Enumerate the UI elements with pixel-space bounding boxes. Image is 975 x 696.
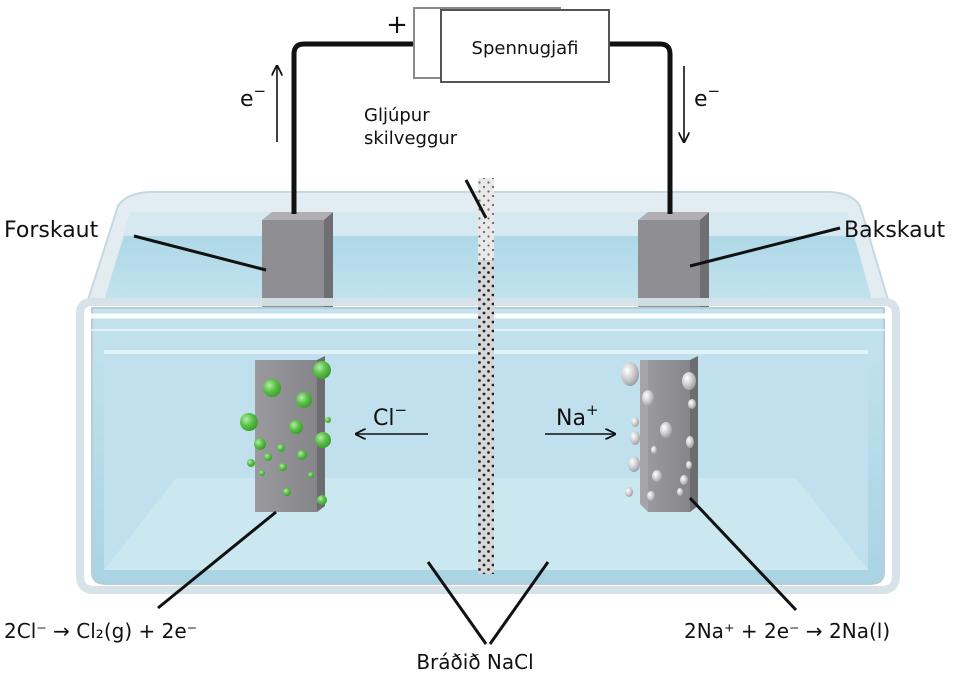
electrolyte-leader-right — [488, 561, 550, 645]
separator-label-line1: Gljúpur — [364, 105, 430, 126]
cathode-label: Bakskaut — [844, 218, 946, 243]
positive-terminal-sign: + — [386, 10, 408, 40]
porous-separator — [478, 260, 494, 574]
anode-label: Forskaut — [4, 218, 99, 243]
separator-leader — [464, 179, 488, 219]
cathode-reaction: 2Na⁺ + 2e⁻ → 2Na(l) — [684, 619, 890, 643]
anode-reaction-leader — [157, 510, 277, 610]
anode-leader — [133, 234, 267, 272]
power-supply-label: Spennugjafi — [472, 38, 579, 59]
electron-label-right: e− — [694, 82, 720, 112]
sodium-droplets — [621, 362, 696, 501]
cathode-reaction-leader — [688, 496, 798, 612]
electron-label-left: e− — [240, 82, 266, 112]
anode-electrode — [255, 356, 325, 512]
anode-reaction: 2Cl⁻ → Cl₂(g) + 2e⁻ — [4, 619, 197, 643]
separator-upper — [478, 178, 494, 260]
separator-label-line2: skilveggur — [364, 128, 458, 149]
wire-left — [291, 41, 420, 214]
power-supply: Spennugjafi — [413, 7, 610, 83]
electrolyte-leader-left — [426, 561, 488, 645]
chloride-ion-label: Cl− — [373, 401, 407, 431]
chlorine-bubbles — [240, 361, 331, 505]
wire-right — [610, 41, 673, 214]
electrolyte-label: Bráðið NaCl — [416, 650, 533, 674]
sodium-ion-label: Na+ — [556, 401, 599, 431]
cathode-leader — [689, 226, 841, 268]
